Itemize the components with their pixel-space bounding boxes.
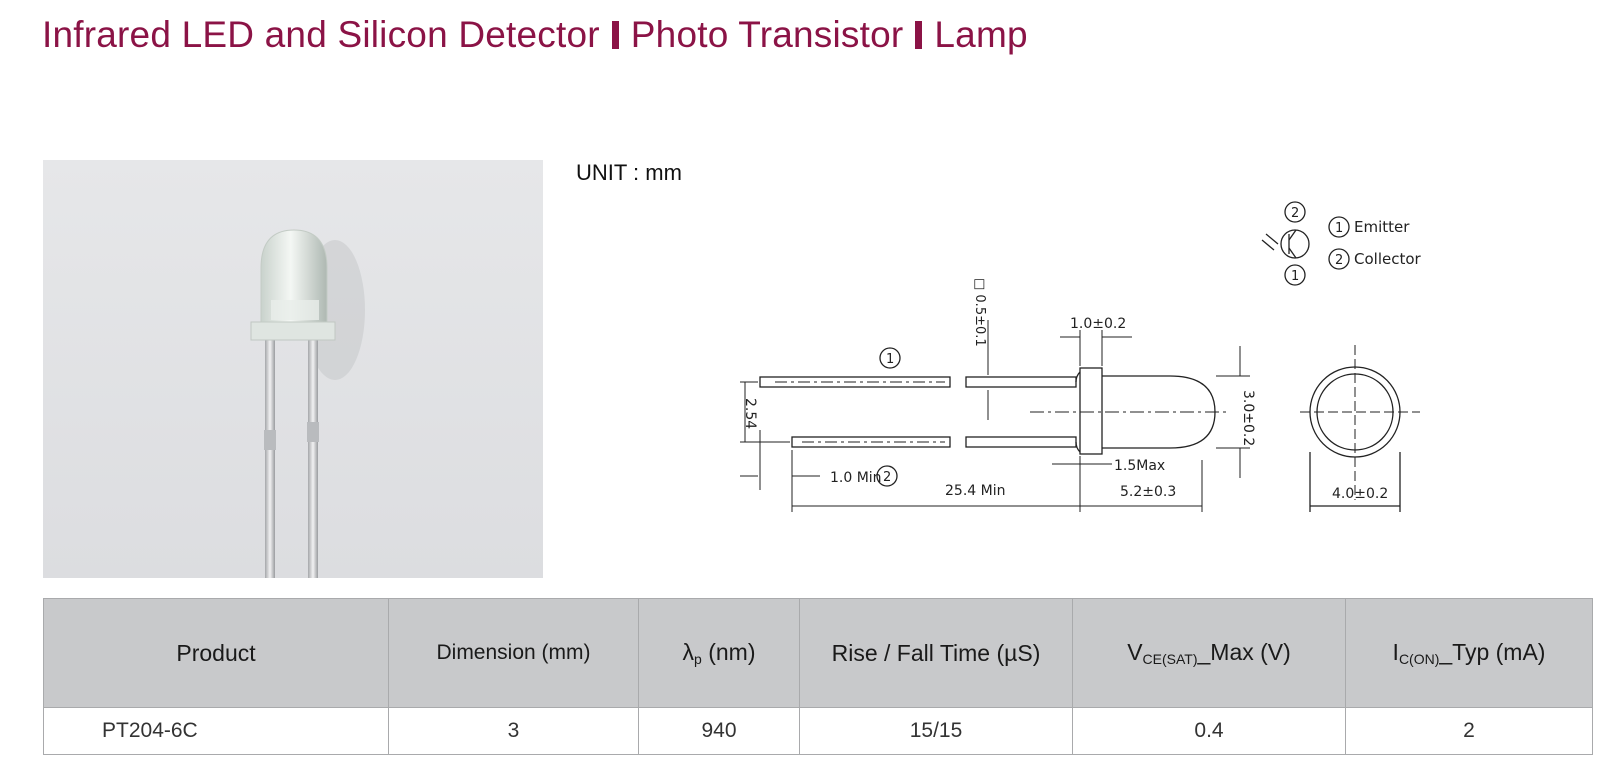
symbol-pin-1: 1	[1291, 269, 1299, 284]
cell-vce: 0.4	[1072, 707, 1346, 755]
dim-flange-max: 1.5Max	[1114, 458, 1165, 474]
legend-pin-2: 2	[1335, 253, 1343, 268]
dim-pitch: 2.54	[742, 398, 758, 429]
dim-pin-2: 2	[883, 470, 891, 485]
title-separator	[915, 21, 923, 49]
cell-product: PT204-6C	[43, 707, 389, 755]
cell-ic: 2	[1345, 707, 1593, 755]
col-ic: IC(ON)_Typ (mA)	[1345, 598, 1593, 708]
cell-rise-fall: 15/15	[799, 707, 1073, 755]
table-row: PT204-6C 3 940 15/15 0.4 2	[43, 707, 1593, 755]
table-header-row: Product Dimension (mm) λp (nm) Rise / Fa…	[43, 598, 1593, 708]
cell-dimension: 3	[388, 707, 639, 755]
end-view	[1300, 345, 1420, 512]
dim-flange-width: 1.0±0.2	[1070, 316, 1126, 332]
dim-body-dia: 3.0±0.2	[1240, 390, 1256, 446]
unit-label: UNIT : mm	[576, 160, 682, 185]
title-part-2: Photo Transistor	[630, 14, 904, 55]
dimension-lines	[740, 320, 1250, 512]
transistor-symbol	[1261, 201, 1310, 286]
legend-collector: Collector	[1354, 250, 1422, 268]
col-product: Product	[43, 598, 389, 708]
page-title: Infrared LED and Silicon Detector Photo T…	[42, 14, 1028, 56]
cell-lambda: 940	[638, 707, 800, 755]
symbol-pin-2: 2	[1291, 206, 1299, 221]
legend-emitter: Emitter	[1354, 218, 1410, 236]
col-lambda: λp (nm)	[638, 598, 800, 708]
body-outline	[1030, 367, 1230, 455]
dimension-drawing: 2 1 1 Emitter 2 Collector 1	[740, 201, 1422, 512]
title-separator	[611, 21, 619, 49]
dim-end-dia: 4.0±0.2	[1332, 486, 1388, 502]
drawing-pin-1: 1	[886, 352, 894, 367]
legend-pin-1: 1	[1335, 221, 1343, 236]
dim-lead-min: 1.0 Min	[830, 470, 882, 486]
dim-body-length: 5.2±0.3	[1120, 484, 1176, 500]
col-dimension: Dimension (mm)	[388, 598, 639, 708]
dim-lead-length: 25.4 Min	[945, 483, 1005, 499]
spec-table: Product Dimension (mm) λp (nm) Rise / Fa…	[43, 598, 1593, 755]
dim-lead-square: □ 0.5±0.1	[972, 278, 987, 347]
col-rise-fall: Rise / Fall Time (µS)	[799, 598, 1073, 708]
phototransistor-image	[250, 229, 365, 578]
product-photo	[43, 160, 543, 578]
col-vce: VCE(SAT)_Max (V)	[1072, 598, 1346, 708]
leads	[759, 376, 1077, 448]
title-part-3: Lamp	[934, 14, 1028, 55]
title-part-1: Infrared LED and Silicon Detector	[42, 14, 600, 55]
